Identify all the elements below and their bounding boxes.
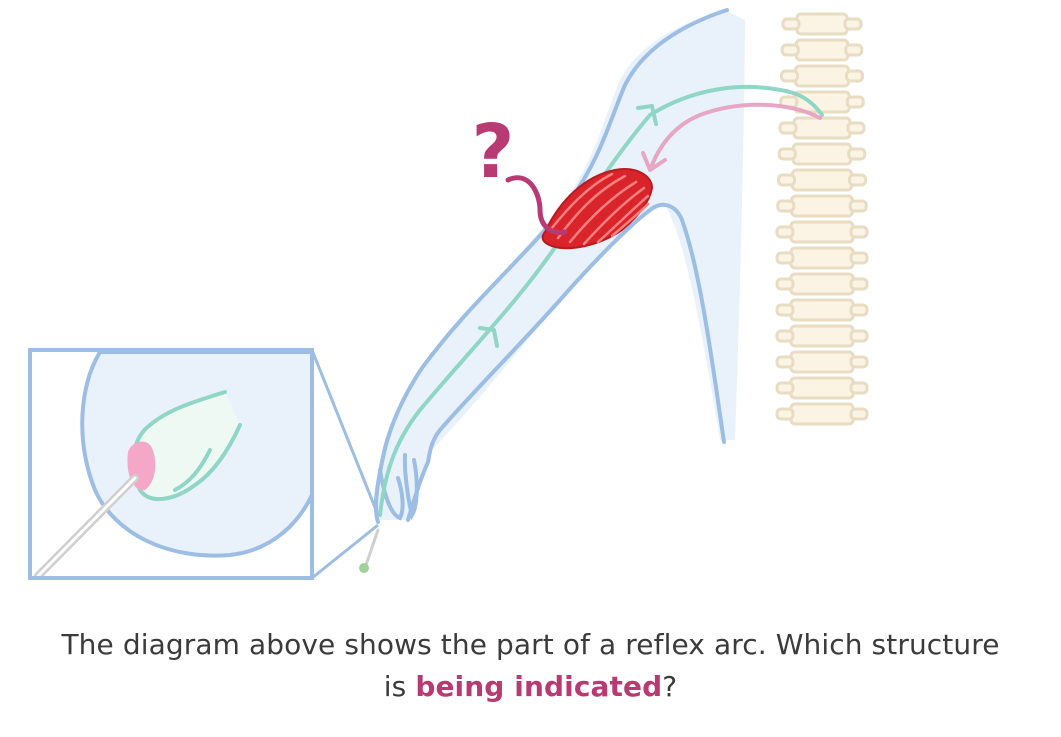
vertebra-process	[775, 303, 795, 317]
vertebra-process	[775, 381, 795, 395]
zoom-connector	[310, 349, 380, 580]
fingertip-zoom-inset	[28, 348, 314, 580]
motor-neuron	[641, 102, 822, 172]
vertebra-process	[849, 355, 869, 369]
vertebra	[789, 402, 855, 426]
question-mark-pointer: ?	[472, 109, 568, 236]
vertebra-process	[775, 407, 795, 421]
vertebra	[795, 12, 849, 36]
question-highlight: being indicated	[415, 670, 663, 703]
vertebra	[789, 220, 855, 244]
question-line-2-prefix: is	[383, 670, 416, 703]
vertebra-process	[777, 173, 796, 187]
vertebra-process	[775, 329, 795, 343]
vertebra-process	[778, 121, 798, 135]
question-line-2: is being indicated?	[0, 666, 1061, 708]
vertebra	[789, 376, 855, 400]
vertebra-process	[845, 95, 865, 109]
vertebra-process	[780, 43, 800, 57]
vertebra-process	[845, 69, 864, 83]
vertebra-process	[775, 277, 795, 291]
vertebra-process	[776, 199, 796, 213]
question-text: The diagram above shows the part of a re…	[0, 624, 1061, 708]
vertebra-process	[849, 225, 869, 239]
vertebra	[794, 64, 850, 88]
vertebra	[789, 350, 855, 374]
spinal-column	[775, 12, 869, 426]
vertebra-process	[777, 147, 797, 161]
vertebra-process	[775, 251, 795, 265]
reflex-arc-diagram: ?	[28, 8, 869, 580]
vertebra	[792, 116, 852, 140]
vertebra-process	[775, 355, 795, 369]
arm	[373, 8, 745, 524]
vertebra-process	[849, 251, 869, 265]
vertebra	[789, 246, 855, 270]
vertebra-process	[844, 43, 864, 57]
stimulus-pin	[359, 528, 380, 573]
vertebra-process	[780, 69, 799, 83]
vertebra	[791, 142, 853, 166]
vertebra	[789, 324, 855, 348]
vertebra-process	[849, 277, 869, 291]
vertebra-process	[775, 225, 795, 239]
vertebra	[789, 272, 855, 296]
question-line-1: The diagram above shows the part of a re…	[61, 628, 1000, 661]
vertebra-process	[847, 147, 867, 161]
vertebra	[789, 298, 855, 322]
vertebra-process	[843, 17, 863, 31]
vertebra	[794, 38, 850, 62]
question-line-2-suffix: ?	[662, 670, 678, 703]
vertebra-process	[849, 381, 869, 395]
vertebra-process	[781, 17, 801, 31]
biceps-muscle	[541, 168, 654, 250]
vertebra-process	[846, 121, 866, 135]
vertebra-process	[849, 303, 869, 317]
vertebra-process	[849, 407, 869, 421]
vertebra-process	[848, 173, 867, 187]
vertebra-process	[848, 199, 868, 213]
vertebra	[790, 194, 854, 218]
vertebra	[791, 168, 853, 192]
vertebra-process	[849, 329, 869, 343]
